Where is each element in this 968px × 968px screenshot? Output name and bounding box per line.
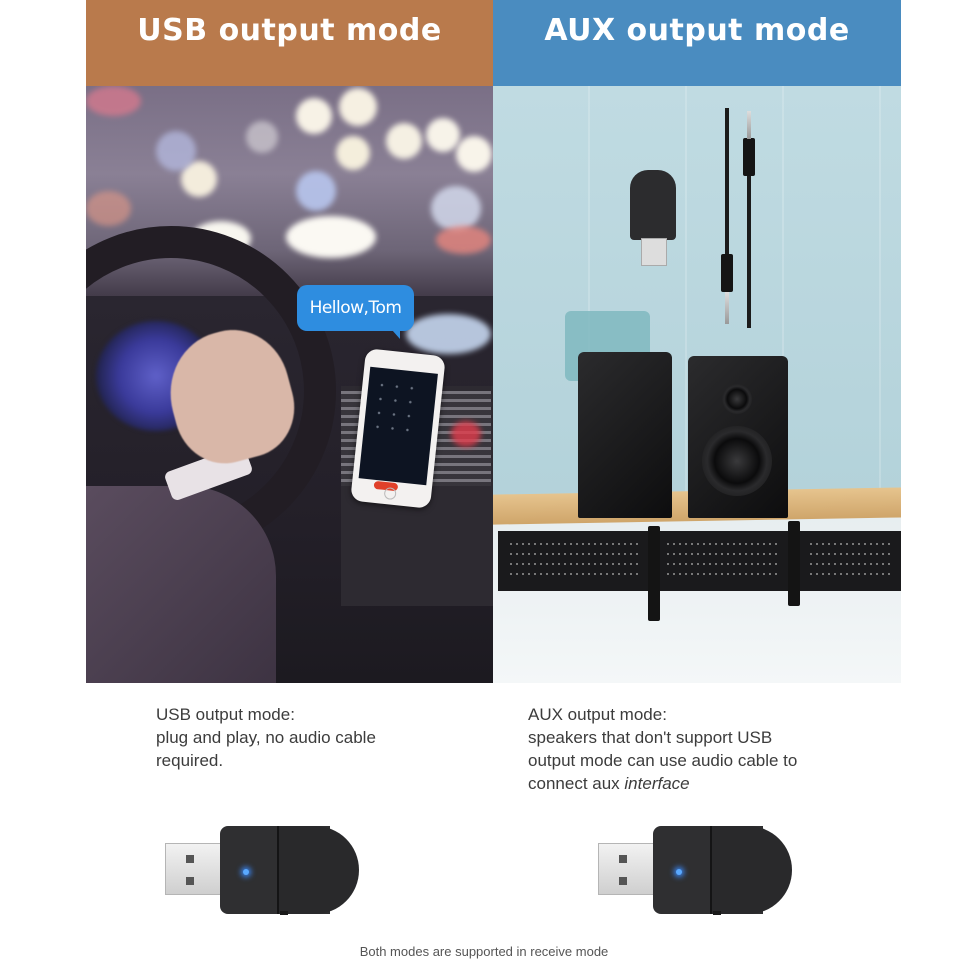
dongle-switch [713, 911, 721, 915]
audio-cable [725, 108, 729, 318]
bokeh-light [426, 118, 460, 152]
bokeh-light [246, 121, 278, 153]
aux-mode-caption: AUX output mode: speakers that don't sup… [528, 703, 868, 795]
usb-caption-line: plug and play, no audio cable [156, 728, 376, 747]
bokeh-light [86, 191, 131, 226]
dongle-cap [710, 826, 792, 914]
usb-dongle-product [598, 826, 793, 915]
driver-arm [86, 486, 276, 683]
speaker-scene-photo [493, 86, 901, 683]
bokeh-light [456, 136, 492, 172]
audio-jack-tip [747, 111, 751, 139]
car-scene-photo: Hellow,Tom [86, 86, 493, 683]
usb-dongle-product [165, 826, 360, 915]
bokeh-light [431, 186, 481, 231]
speaker-left [578, 352, 672, 518]
audio-jack-icon [743, 138, 755, 176]
led-indicator-icon [676, 869, 682, 875]
stand-leg [788, 521, 800, 606]
bokeh-light [339, 88, 377, 126]
aux-caption-line: output mode can use audio cable to [528, 751, 798, 770]
footer-note: Both modes are supported in receive mode [359, 944, 609, 959]
audio-jack-icon [721, 254, 733, 292]
home-button-icon [383, 486, 397, 501]
stand-mesh-panel [655, 531, 790, 591]
aux-caption-text: connect aux [528, 774, 625, 793]
hazard-button [451, 421, 481, 447]
aux-caption-italic: interface [624, 774, 690, 793]
dial-pad [368, 377, 419, 442]
aux-caption-title: AUX output mode: [528, 705, 667, 724]
stand-leg [648, 526, 660, 621]
usb-plug-icon [641, 238, 667, 266]
smartphone [350, 348, 446, 509]
chat-bubble: Hellow,Tom [297, 285, 414, 339]
usb-mode-caption: USB output mode: plug and play, no audio… [156, 703, 456, 772]
stand-mesh-panel [498, 531, 650, 591]
usb-caption-line: required. [156, 751, 224, 770]
usb-mode-title: USB output mode [137, 12, 442, 48]
bokeh-light [336, 136, 370, 170]
audio-jack-tip [725, 292, 729, 324]
aux-caption-line: speakers that don't support USB [528, 728, 773, 747]
dongle-cap [277, 826, 359, 914]
aux-mode-title: AUX output mode [544, 12, 850, 48]
bokeh-light [86, 86, 141, 116]
audio-cable [747, 158, 751, 328]
tweeter-icon [722, 384, 752, 414]
speaker-right [688, 356, 788, 518]
dash-screen-glow [406, 314, 491, 354]
woofer-icon [702, 426, 772, 496]
aux-caption-line: connect aux interface [528, 772, 868, 795]
dongle-switch [280, 911, 288, 915]
bokeh-light [386, 123, 422, 159]
chat-bubble-text: Hellow,Tom [309, 298, 402, 318]
usb-mode-header: USB output mode [86, 0, 493, 86]
dongle-product-icon [630, 170, 676, 240]
bokeh-light [156, 131, 196, 171]
bokeh-light [436, 226, 491, 254]
stand-mesh-panel [798, 531, 901, 591]
bokeh-light [296, 171, 336, 211]
bokeh-light [286, 216, 376, 258]
usb-caption-title: USB output mode: [156, 705, 295, 724]
led-indicator-icon [243, 869, 249, 875]
usb-plug-icon [598, 843, 658, 895]
bokeh-light [296, 98, 332, 134]
aux-mode-header: AUX output mode [493, 0, 901, 86]
usb-plug-icon [165, 843, 225, 895]
